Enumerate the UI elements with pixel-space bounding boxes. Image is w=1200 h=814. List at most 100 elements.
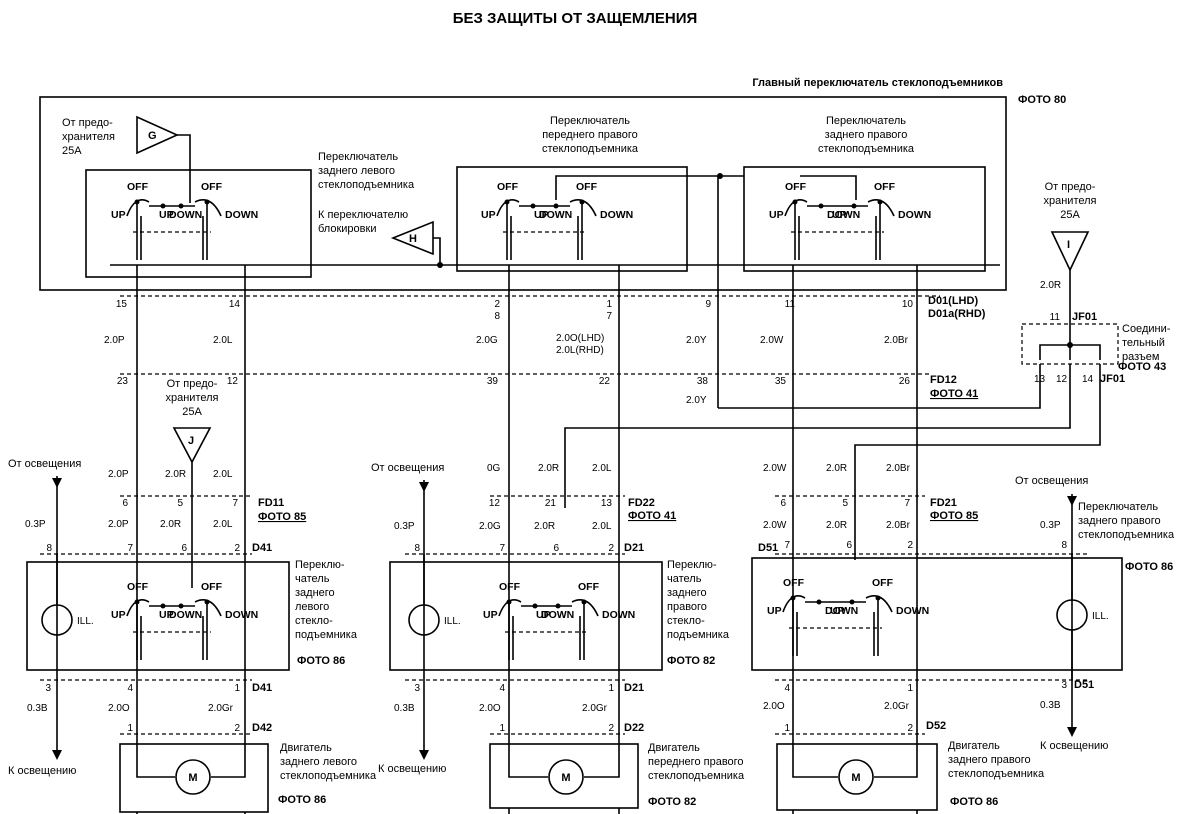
center-motor-code: D22 [624, 722, 644, 734]
svg-text:0.3B: 0.3B [394, 703, 415, 714]
right-arrow-out [1067, 727, 1077, 737]
left-motor-letter: M [188, 772, 197, 784]
svg-text:тельный: тельный [1122, 337, 1165, 349]
right-wires-b: 2.0W 2.0R 2.0Br 0.3P [763, 520, 1061, 531]
svg-text:2: 2 [234, 723, 240, 734]
svg-text:Двигатель: Двигатель [948, 740, 1000, 752]
svg-text:4: 4 [499, 683, 505, 694]
svg-text:2.0R: 2.0R [534, 521, 555, 532]
right-switch-title: Переключатель заднего правого стеклоподъ… [1078, 501, 1175, 541]
diagram-title: БЕЗ ЗАЩИТЫ ОТ ЗАЩЕМЛЕНИЯ [453, 10, 698, 27]
left-motor-pins: 1 2 [127, 723, 240, 734]
left-door-section: От освещения К освещению 2.0P 2.0R 2.0L … [8, 458, 377, 813]
svg-text:2.0L: 2.0L [213, 469, 233, 480]
center-door-section: От освещения К освещению 0G 2.0R 2.0L 12… [371, 462, 745, 809]
svg-text:2.0G: 2.0G [476, 335, 498, 346]
svg-text:3: 3 [45, 683, 51, 694]
svg-text:1: 1 [606, 299, 612, 310]
fuse-i-pin: 11 [1050, 312, 1061, 323]
right-switch-photo: ФОТО 86 [1125, 561, 1173, 573]
center-bottom-pins: 3 4 1 [414, 683, 614, 694]
svg-text:блокировки: блокировки [318, 223, 376, 235]
up-label: UP [481, 209, 496, 221]
down-label: DOWN [600, 209, 633, 221]
center-from-light: От освещения [371, 462, 444, 474]
up-label: UP [483, 609, 498, 621]
svg-text:8: 8 [1061, 540, 1067, 551]
right-wires-a: 2.0W 2.0R 2.0Br [763, 463, 911, 474]
svg-text:25А: 25А [1060, 209, 1080, 221]
svg-text:подъемника: подъемника [667, 629, 730, 641]
contact-dot [178, 203, 184, 209]
svg-text:0.3B: 0.3B [1040, 700, 1061, 711]
off-label: OFF [497, 181, 519, 193]
svg-text:4: 4 [784, 683, 790, 694]
contact-dot [178, 603, 184, 609]
subswitch-rear-right-label: Переключатель заднего правого стеклоподъ… [818, 115, 915, 155]
left-arrow-in [52, 478, 62, 488]
svg-text:7: 7 [606, 311, 612, 322]
left-fd-pins: 6 5 7 [122, 498, 238, 509]
left-switch-title: Переклю- чатель заднего левого стекло- п… [295, 559, 358, 641]
svg-text:Переклю-: Переклю- [295, 559, 345, 571]
joint-label: Соедини- тельный разъем [1122, 323, 1171, 363]
center-switch-box [389, 561, 663, 671]
svg-text:От предо-: От предо- [62, 117, 113, 129]
fuse-g-letter: G [148, 130, 157, 142]
contact-dot [849, 599, 855, 605]
fuse-i-symbol [1050, 231, 1090, 272]
left-fd-photo: ФОТО 85 [258, 511, 306, 523]
center-switch-title: Переклю- чатель заднего правого стекло- … [667, 559, 730, 641]
row1-connector-code-rhd: D01a(RHD) [928, 308, 986, 320]
up-label: UP [159, 209, 174, 221]
contact-dot [555, 603, 561, 609]
svg-text:Двигатель: Двигатель [648, 742, 700, 754]
down-label: DOWN [602, 609, 635, 621]
down-label: DOWN [225, 209, 258, 221]
svg-text:переднего правого: переднего правого [542, 129, 638, 141]
svg-text:заднего правого: заднего правого [948, 754, 1031, 766]
svg-text:7: 7 [127, 543, 133, 554]
svg-text:2.0O(LHD): 2.0O(LHD) [556, 333, 604, 344]
left-motor-w2 [211, 744, 246, 778]
svg-text:хранителя: хранителя [166, 392, 219, 404]
svg-text:2.0L: 2.0L [213, 519, 233, 530]
svg-text:23: 23 [117, 376, 129, 387]
svg-text:3: 3 [1061, 680, 1067, 691]
left-to-light: К освещению [8, 765, 76, 777]
off-label: OFF [127, 181, 149, 193]
right-motor-code: D52 [926, 720, 946, 732]
svg-text:2.0W: 2.0W [763, 463, 787, 474]
subswitch-front-right-label: Переключатель переднего правого стеклопо… [542, 115, 639, 155]
down-label: DOWN [539, 209, 572, 221]
row1-pins: 15 14 2 8 1 7 9 11 10 [116, 299, 914, 322]
svg-text:Переключатель: Переключатель [318, 151, 398, 163]
svg-text:2.0R: 2.0R [165, 469, 186, 480]
fuse-j-letter: J [188, 435, 194, 447]
down-label: DOWN [825, 605, 858, 617]
svg-text:переднего правого: переднего правого [648, 756, 744, 768]
center-arrow-in [419, 482, 429, 492]
left-top-code: D41 [252, 542, 272, 554]
svg-text:14: 14 [229, 299, 241, 310]
contact-dot [160, 603, 166, 609]
svg-text:2.0Gr: 2.0Gr [208, 703, 234, 714]
svg-text:21: 21 [545, 498, 557, 509]
wire-rr-top [800, 175, 857, 200]
switch-arm [865, 595, 893, 613]
svg-text:чатель: чатель [295, 573, 330, 585]
fuse-i-wire: 2.0R [1040, 280, 1061, 291]
svg-text:1: 1 [499, 723, 505, 734]
center-motor-w1 [508, 744, 548, 778]
svg-text:39: 39 [487, 376, 499, 387]
svg-text:стеклоподъемника: стеклоподъемника [542, 143, 639, 155]
svg-text:Переклю-: Переклю- [667, 559, 717, 571]
svg-text:разъем: разъем [1122, 351, 1159, 363]
subswitch-front-right-box [456, 166, 688, 272]
svg-text:2.0O: 2.0O [479, 703, 501, 714]
center-motor-letter: M [561, 772, 570, 784]
right-motor-letter: M [851, 772, 860, 784]
